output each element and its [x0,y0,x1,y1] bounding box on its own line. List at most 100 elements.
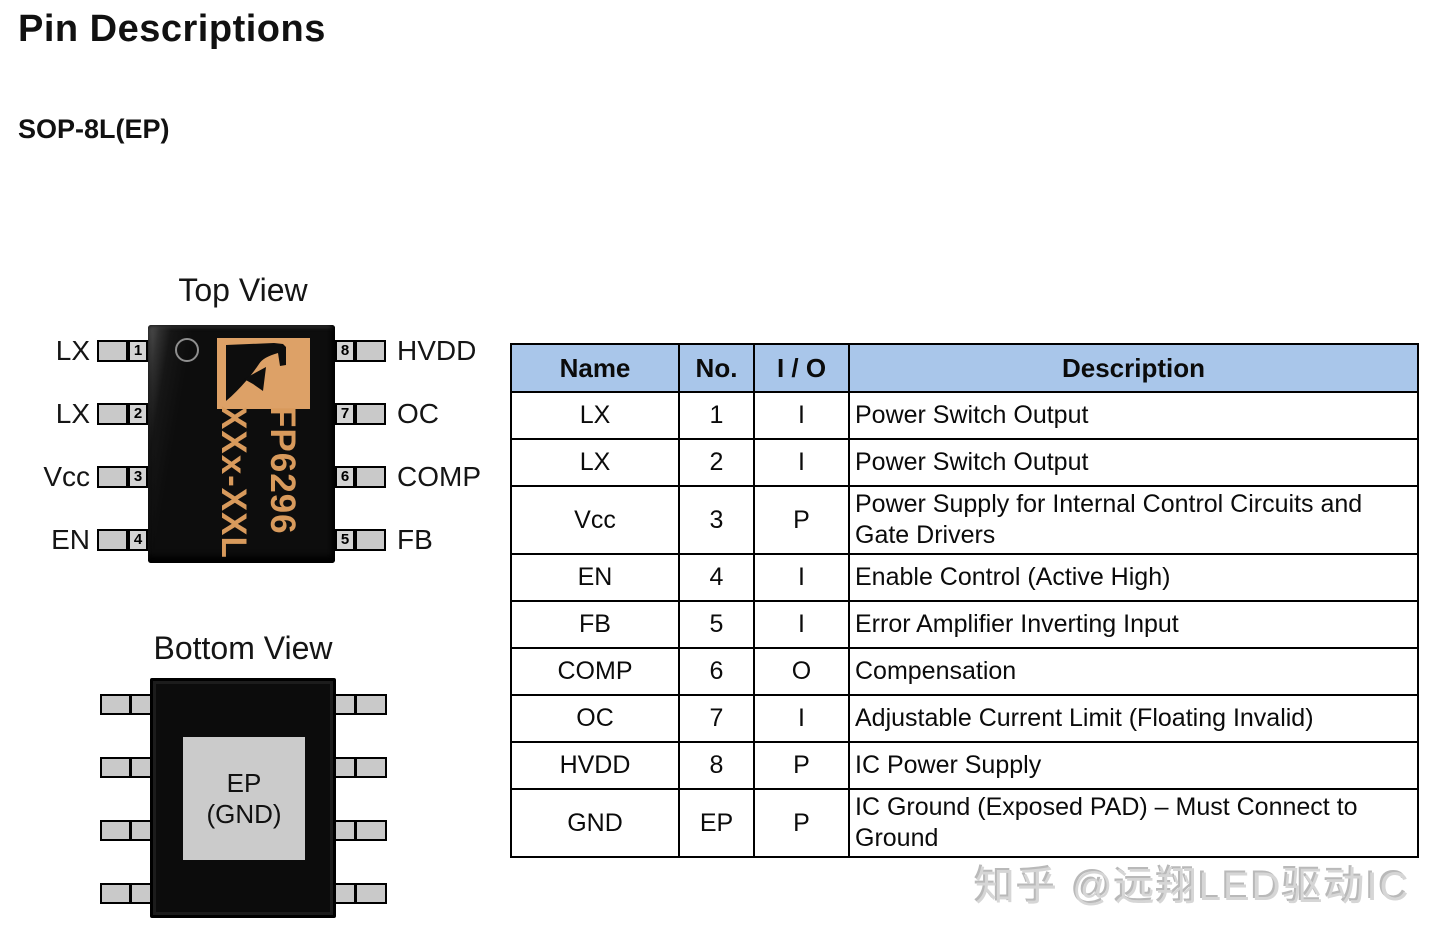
pin-lead [355,820,387,841]
pin-label-oc: OC [397,398,439,429]
cell-name: HVDD [510,741,680,790]
table-row: Vcc 3 P Power Supply for Internal Contro… [510,485,1419,555]
cell-io: P [753,741,850,790]
cell-no: 7 [678,694,755,743]
cell-io: I [753,553,850,602]
pin-lead [355,340,386,362]
pin-lead [97,529,128,551]
pin-lead [355,529,386,551]
cell-name: Vcc [510,485,680,555]
table-row: LX 1 I Power Switch Output [510,391,1419,440]
header-description: Description [848,343,1419,393]
pin-number-1: 1 [128,340,148,362]
pin-label-hvdd: HVDD [397,335,477,366]
pin-lead [100,757,131,778]
table-row: COMP 6 O Compensation [510,647,1419,696]
pin-number-3: 3 [128,466,148,488]
cell-description: Power Supply for Internal Control Circui… [848,485,1419,555]
cell-io: I [753,600,850,649]
header-io: I / O [753,343,850,393]
zhihu-watermark: 知乎 @远翔LED驱动IC [975,865,1411,909]
header-no: No. [678,343,755,393]
pin-lead [334,820,356,841]
page-title: Pin Descriptions [18,8,326,50]
cell-description: Error Amplifier Inverting Input [848,600,1419,649]
table-header-row: Name No. I / O Description [510,343,1419,393]
table-row: FB 5 I Error Amplifier Inverting Input [510,600,1419,649]
package-name: SOP-8L(EP) [18,114,170,144]
pin1-indicator-dot [175,338,199,362]
pin-label-comp: COMP [397,461,481,492]
cell-description: Enable Control (Active High) [848,553,1419,602]
pin-label-fb: FB [397,524,433,555]
cell-name: GND [510,788,680,858]
pin-description-table: Name No. I / O Description LX 1 I Power … [510,343,1419,858]
cell-no: 2 [678,438,755,487]
pin-number-6: 6 [335,466,355,488]
feeling-tech-logo-icon [217,338,310,414]
cell-description: Compensation [848,647,1419,696]
pin-lead [100,820,131,841]
cell-name: EN [510,553,680,602]
cell-description: Adjustable Current Limit (Floating Inval… [848,694,1419,743]
pin-lead [130,883,152,904]
cell-name: LX [510,438,680,487]
cell-no: 5 [678,600,755,649]
cell-io: P [753,485,850,555]
header-name: Name [510,343,680,393]
table-row: EN 4 I Enable Control (Active High) [510,553,1419,602]
cell-name: OC [510,694,680,743]
chip-package-bottom-view [150,678,336,918]
pin-number-5: 5 [335,529,355,551]
pin-lead [355,883,387,904]
pin-lead [334,883,356,904]
cell-no: 8 [678,741,755,790]
pin-lead [100,694,131,715]
pin-lead [130,820,152,841]
pin-lead [130,757,152,778]
pin-lead [355,757,387,778]
cell-no: 4 [678,553,755,602]
cell-description: IC Ground (Exposed PAD) – Must Connect t… [848,788,1419,858]
cell-no: EP [678,788,755,858]
top-view-label: Top View [178,272,308,308]
cell-name: LX [510,391,680,440]
cell-no: 6 [678,647,755,696]
cell-io: I [753,694,850,743]
pin-lead [334,694,356,715]
pin-label-lx1: LX [55,335,90,366]
pin-number-7: 7 [335,403,355,425]
pin-lead [355,403,386,425]
pin-lead [334,757,356,778]
cell-no: 1 [678,391,755,440]
table-row: GND EP P IC Ground (Exposed PAD) – Must … [510,788,1419,858]
exposed-pad-label: EP [226,767,262,798]
pin-lead [355,694,387,715]
pin-lead [355,466,386,488]
pin-lead [97,340,128,362]
pin-lead [97,466,128,488]
cell-name: FB [510,600,680,649]
chip-lot-code: XXx-XXL [214,406,253,559]
cell-description: Power Switch Output [848,391,1419,440]
cell-io: I [753,391,850,440]
pin-lead [130,694,152,715]
cell-io: P [753,788,850,858]
cell-io: I [753,438,850,487]
pin-number-4: 4 [128,529,148,551]
exposed-pad: EP (GND) [183,737,305,860]
pin-label-lx2: LX [55,398,90,429]
table-row: LX 2 I Power Switch Output [510,438,1419,487]
table-row: OC 7 I Adjustable Current Limit (Floatin… [510,694,1419,743]
exposed-pad-net: (GND) [206,798,282,829]
pin-label-en: EN [51,524,90,555]
cell-description: IC Power Supply [848,741,1419,790]
pin-number-2: 2 [128,403,148,425]
table-row: HVDD 8 P IC Power Supply [510,741,1419,790]
cell-description: Power Switch Output [848,438,1419,487]
pin-lead [100,883,131,904]
cell-io: O [753,647,850,696]
cell-no: 3 [678,485,755,555]
pin-lead [97,403,128,425]
pin-number-8: 8 [335,340,355,362]
